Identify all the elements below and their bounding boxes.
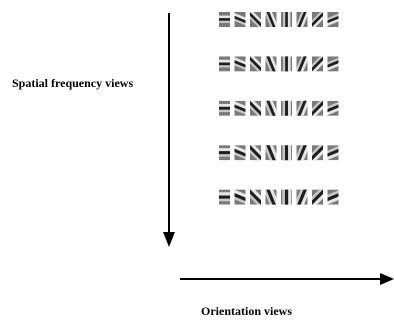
gabor-filter-cell [281,12,292,27]
gabor-filter-cell [281,56,292,72]
gabor-filter-cell [281,189,292,205]
gabor-filter-cell [327,189,339,205]
gabor-filter-cell [265,145,277,161]
orientation-label: Orientation views [201,304,292,318]
orientation-arrowhead [380,273,394,285]
gabor-filter-grid [219,12,339,205]
gabor-filter-cell [312,56,323,72]
gabor-filter-cell [265,189,277,205]
gabor-filter-cell [327,100,339,116]
gabor-filter-cell [281,145,292,161]
gabor-filter-cell [327,145,339,161]
gabor-filter-cell [296,56,308,72]
gabor-filter-cell [219,189,230,205]
gabor-filter-cell [296,145,308,161]
gabor-filter-cell [296,12,308,27]
spatial-frequency-label: Spatial frequency views [12,76,134,90]
spatial-frequency-arrowhead [163,232,175,247]
gabor-filter-cell [250,189,261,205]
gabor-filter-cell [296,100,308,116]
gabor-filter-cell [265,56,277,72]
gabor-filter-cell [234,56,246,72]
gabor-filter-cell [281,100,292,116]
gabor-filter-cell [234,189,246,205]
gabor-filter-cell [234,12,246,27]
gabor-filter-cell [234,100,246,116]
gabor-filter-cell [219,56,230,72]
gabor-filter-cell [250,100,261,116]
gabor-filter-cell [250,145,261,161]
gabor-filter-cell [265,100,277,116]
gabor-filter-cell [219,145,230,161]
gabor-filter-cell [312,100,323,116]
gabor-filter-cell [265,12,277,27]
gabor-filter-cell [250,56,261,72]
gabor-filter-cell [219,12,230,27]
gabor-filter-cell [327,12,339,27]
gabor-filter-cell [312,12,323,27]
gabor-filter-cell [219,100,230,116]
gabor-filter-cell [250,12,261,27]
gabor-filter-cell [327,56,339,72]
gabor-filter-cell [234,145,246,161]
gabor-filter-cell [312,145,323,161]
gabor-filter-cell [296,189,308,205]
gabor-filter-cell [312,189,323,205]
